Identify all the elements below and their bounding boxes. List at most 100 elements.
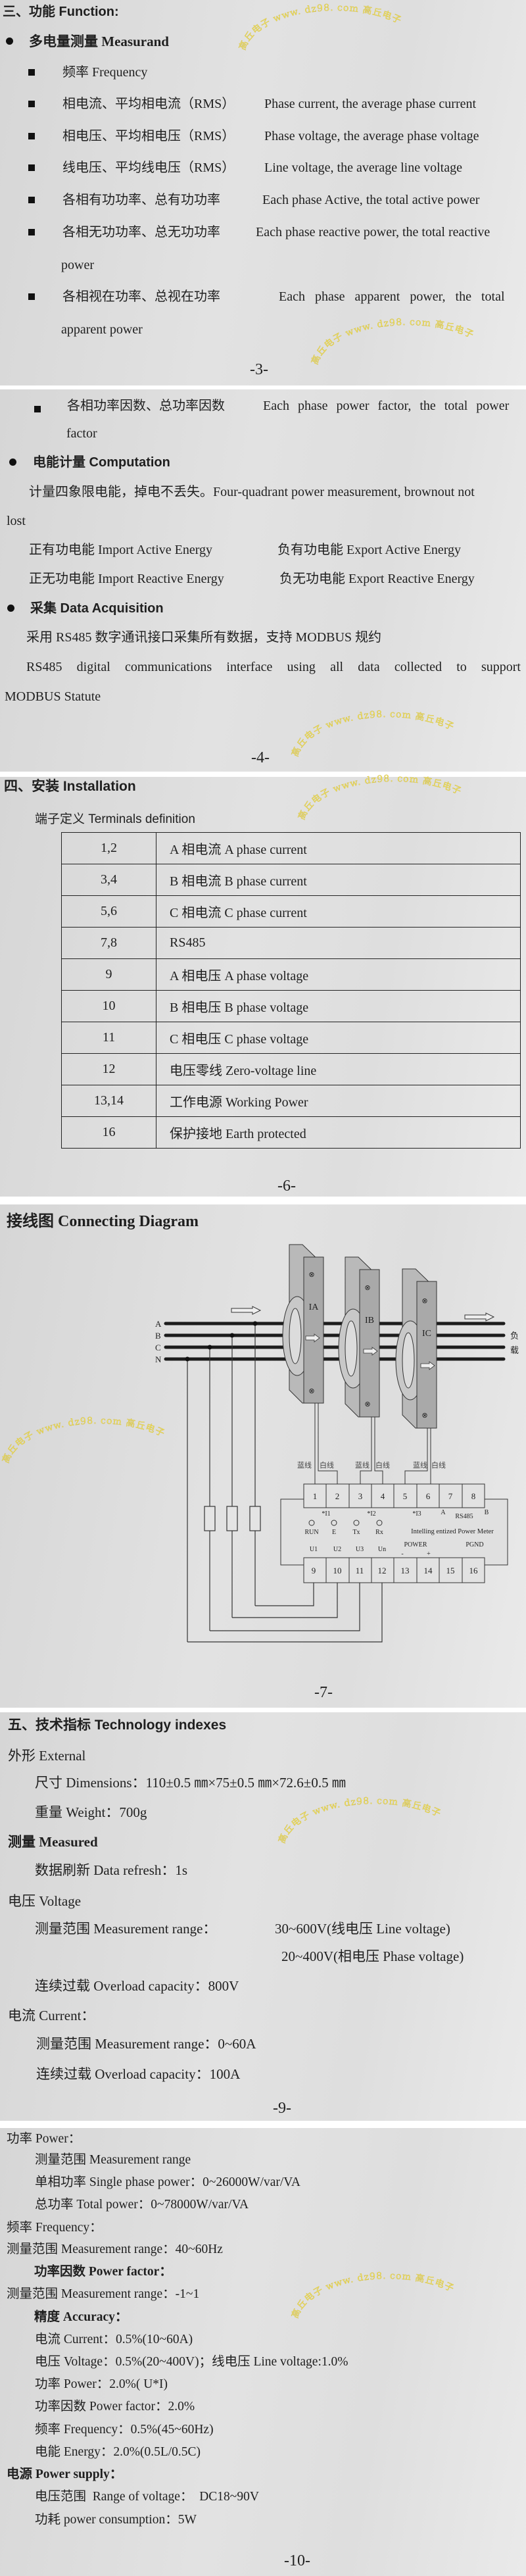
page-4: 各相功率因数、总功率因数 Each phase power factor, th… [0, 389, 526, 772]
wire-white-label: 白线 [375, 1460, 390, 1470]
terminal-no: 1,2 [61, 832, 156, 864]
wire-white-label: 白线 [320, 1460, 334, 1470]
item-en: Each phase apparent power, the total [279, 289, 505, 304]
terminal-desc: A 相电流 A phase current [156, 832, 521, 864]
wire-blue-label: 蓝线 [413, 1460, 427, 1470]
led-rx-label: Rx [375, 1529, 383, 1536]
spec-line: 频率 Frequency：0.5%(45~60Hz) [35, 2423, 214, 2437]
ct-label: IB [365, 1316, 374, 1325]
diagram-title: 接线图 Connecting Diagram [7, 1213, 199, 1230]
item-cn: 各相视在功率、总视在功率 [62, 289, 220, 304]
page-number: -10- [284, 2552, 310, 2569]
terminal-11: 11 [356, 1566, 364, 1575]
load-label: 负 [510, 1331, 519, 1341]
terminal-desc: C 相电流 C phase current [156, 895, 521, 928]
bullet-square-icon [28, 133, 35, 139]
spec-line: 功率 Power：2.0%( U*I) [35, 2377, 168, 2391]
weight: 重量 Weight：700g [35, 1804, 147, 1820]
terminal-desc: A 相电压 A phase voltage [156, 958, 521, 991]
fuse-icon [204, 1506, 261, 1531]
power-minus-label: - [401, 1550, 403, 1558]
input-i2-label: *I2 [367, 1510, 375, 1518]
bullet-square-icon [28, 164, 35, 171]
ct-ia: ⊗ ⊗ IA [282, 1244, 324, 1404]
terminal-2: 2 [335, 1491, 340, 1501]
item-en-cont: apparent power [61, 322, 143, 337]
terminal-10: 10 [333, 1566, 342, 1575]
ct-wires [314, 1403, 431, 1484]
load-label: 载 [510, 1345, 519, 1355]
current-overload: 连续过载 Overload capacity：100A [36, 2066, 241, 2082]
terminal-desc: RS485 [156, 927, 521, 959]
input-i1-label: *I1 [322, 1510, 330, 1518]
spec-line: 测量范围 Measurement range [35, 2153, 191, 2167]
word: using [287, 660, 316, 674]
spec-line: 功耗 power consumption：5W [35, 2513, 197, 2527]
input-u1-label: U1 [310, 1546, 318, 1553]
meter-name: Intelling entized Power Meter [411, 1528, 494, 1535]
page-number: -3- [250, 361, 268, 378]
terminal-14: 14 [424, 1566, 433, 1575]
word: interface [226, 660, 273, 674]
item-en: Phase voltage, the average phase voltage [264, 129, 479, 143]
terminal-no: 16 [61, 1116, 156, 1149]
computation-text: 计量四象限电能，掉电不丢失。Four-quadrant power measur… [29, 485, 475, 499]
power-meter: 1 2 3 4 5 6 7 8 9 10 11 12 13 14 15 16 *… [280, 1483, 508, 1583]
item-cn: 相电压、平均相电压（RMS） [62, 129, 235, 143]
led-icon [308, 1520, 383, 1526]
wire-blue-label: 蓝线 [297, 1460, 312, 1470]
page-number: -7- [314, 1684, 333, 1701]
input-u2-label: U2 [333, 1546, 341, 1553]
terminal-desc: C 相电压 C phase voltage [156, 1022, 521, 1054]
data-refresh: 数据刷新 Data refresh：1s [35, 1862, 188, 1878]
terminal-7: 7 [448, 1491, 453, 1501]
terminals-subtitle: 端子定义 Terminals definition [35, 812, 195, 826]
tap-dots [185, 1321, 258, 1362]
terminal-4: 4 [381, 1491, 385, 1501]
power-supply-heading: 电源 Power supply： [7, 2467, 123, 2481]
screw-icon: ⊗ [421, 1297, 427, 1305]
power-plus-label: + [427, 1550, 431, 1558]
page-number: -6- [277, 1177, 296, 1195]
export-active-energy: 负有功电能 Export Active Energy [277, 543, 462, 557]
spec-line: 单相功率 Single phase power：0~26000W/var/VA [35, 2175, 300, 2189]
bus-lines [164, 1322, 506, 1361]
word: to [456, 660, 467, 674]
terminal-12: 12 [378, 1566, 387, 1575]
item-en-cont: power [61, 258, 94, 272]
computation-heading: 电能计量 Computation [33, 455, 170, 470]
measurand-heading: 多电量测量 Measurand [29, 34, 169, 49]
terminal-no: 5,6 [61, 895, 156, 928]
voltage-range-phase: 20~400V(相电压 Phase voltage) [281, 1948, 464, 1964]
bus-label-b: B [155, 1331, 161, 1341]
section-title-installation: 四、安装 Installation [4, 779, 136, 794]
voltage-range-label: 测量范围 Measurement range： [35, 1921, 217, 1937]
frequency-heading: 频率 Frequency： [7, 2221, 103, 2235]
terminal-desc: 工作电源 Working Power [156, 1085, 521, 1117]
terminal-desc: 电压零线 Zero-voltage line [156, 1053, 521, 1085]
terminal-6: 6 [426, 1491, 431, 1501]
bullet-square-icon [28, 293, 35, 300]
word: digital [76, 660, 110, 674]
word: collected [394, 660, 442, 674]
wire-blue-label: 蓝线 [355, 1460, 370, 1470]
bus-label-a: A [155, 1319, 162, 1329]
spec-line: 测量范围 Measurement range：-1~1 [7, 2287, 200, 2301]
pgnd-label: PGND [466, 1541, 483, 1548]
voltage-overload: 连续过载 Overload capacity：800V [35, 1978, 239, 1994]
ct-ic: ⊗ ⊗ IC [395, 1268, 437, 1429]
spec-line: 测量范围 Measurement range：40~60Hz [7, 2242, 223, 2256]
current-heading: 电流 Current： [8, 2008, 95, 2023]
item-frequency: 频率 Frequency [62, 65, 148, 80]
input-un-label: Un [378, 1546, 386, 1553]
power-factor-heading: 功率因数 Power factor： [34, 2265, 172, 2279]
led-tx-label: Tx [352, 1529, 360, 1536]
terminal-desc: B 相电流 B phase current [156, 864, 521, 896]
item-en: Each phase reactive power, the total rea… [256, 225, 490, 239]
bullet-dot-icon [6, 37, 13, 45]
terminal-no: 3,4 [61, 864, 156, 896]
screw-icon: ⊗ [421, 1412, 427, 1420]
acquisition-cn: 采用 RS485 数字通讯接口采集所有数据，支持 MODBUS 规约 [26, 630, 382, 645]
